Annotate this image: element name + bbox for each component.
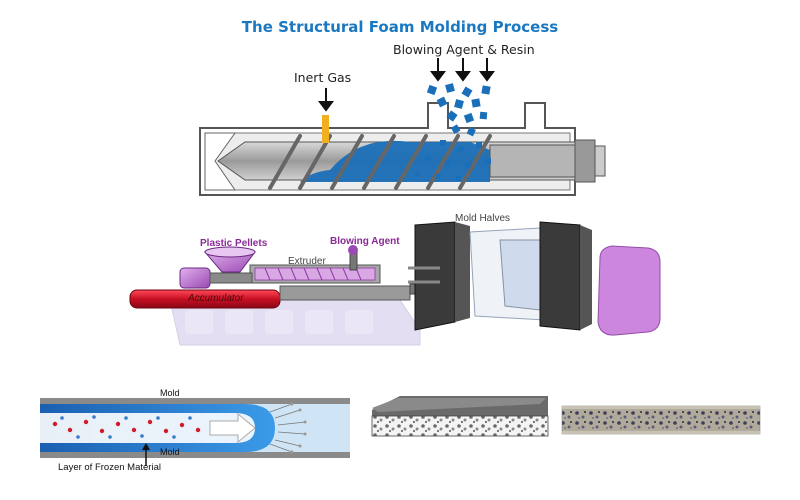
cross-section-sample [561, 405, 761, 435]
blowing-agent-resin-label: Blowing Agent & Resin [393, 42, 535, 57]
inert-gas-label: Inert Gas [294, 70, 352, 85]
plastic-pellets-label: Plastic Pellets [200, 238, 268, 249]
machine-diagram [129, 221, 661, 346]
page-title: The Structural Foam Molding Process [241, 18, 559, 36]
accumulator-label: Accumulator [188, 293, 244, 304]
mold-halves-label: Mold Halves [455, 213, 511, 224]
inert-gas-injector [322, 115, 329, 143]
extruder-label: Extruder [288, 256, 326, 267]
foam-slab [371, 396, 549, 437]
mold-top-label: Mold [160, 388, 180, 398]
frozen-layer-label: Layer of Frozen Material [58, 462, 161, 473]
flow-channel-diagram [40, 398, 350, 466]
blowing-agent-label: Blowing Agent [330, 236, 400, 247]
mold-bottom-label: Mold [160, 447, 180, 457]
blowing-agent-resin-particles [415, 83, 491, 181]
screw-barrel-diagram [199, 58, 606, 196]
